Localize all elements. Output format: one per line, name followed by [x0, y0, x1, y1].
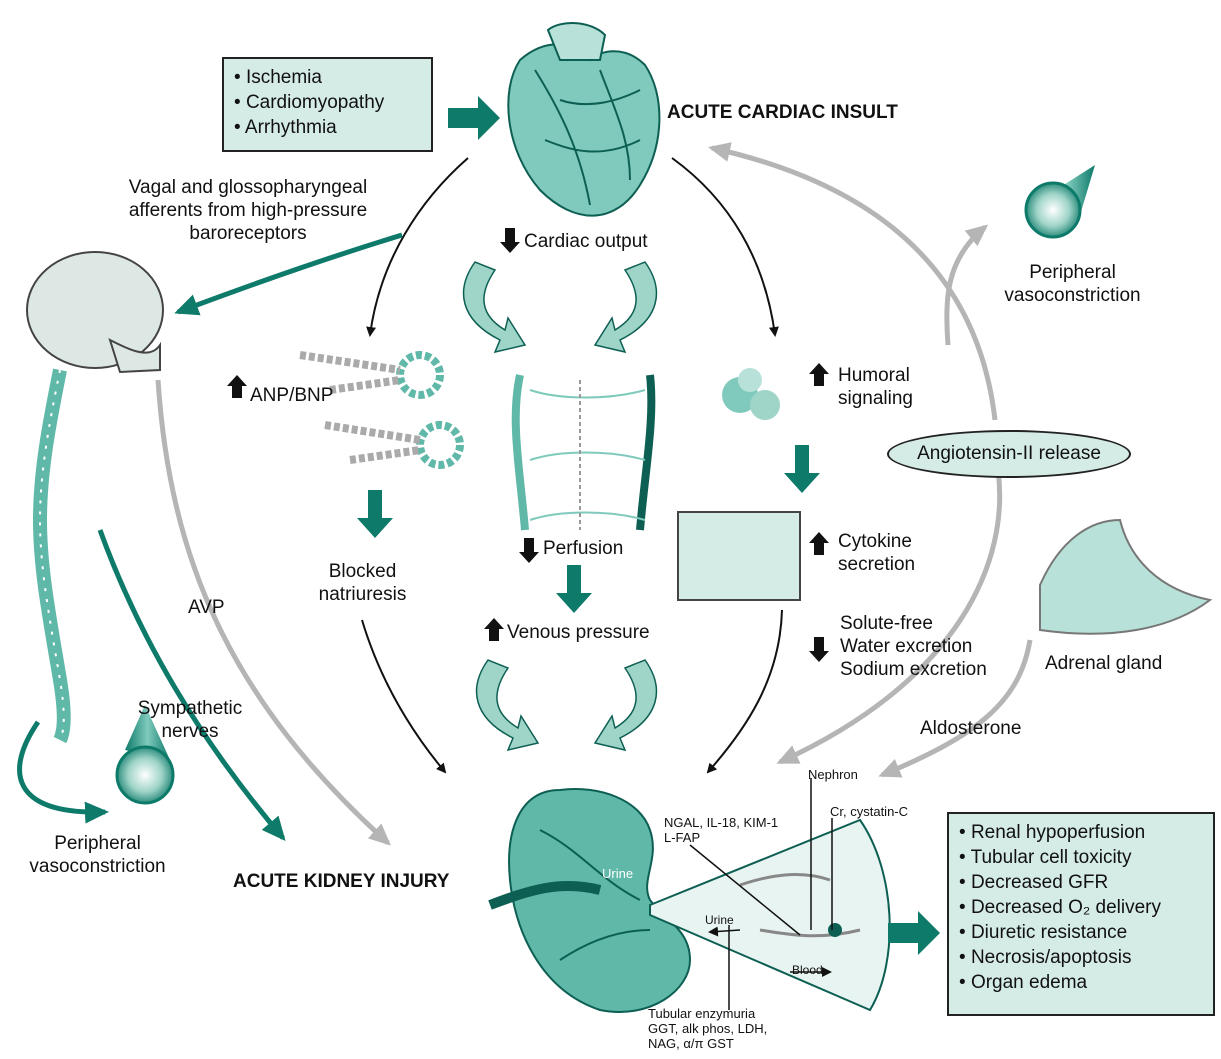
outcome-item: Organ edema	[959, 970, 1203, 995]
sympathetic-line: Sympathetic	[120, 697, 260, 720]
insult-item: Arrhythmia	[234, 115, 421, 140]
humoral-line: signaling	[838, 387, 913, 410]
vaso-line: vasoconstriction	[985, 284, 1160, 307]
vessel-cone-top	[1026, 165, 1095, 237]
outcome-item: Renal hypoperfusion	[959, 820, 1203, 845]
peptide-chains	[300, 355, 460, 465]
vagal-line: Vagal and glossopharyngeal	[113, 176, 383, 199]
vagal-line: baroreceptors	[113, 222, 383, 245]
heart-illustration	[508, 23, 659, 216]
kidney-outcomes-box: Renal hypoperfusion Tubular cell toxicit…	[947, 812, 1215, 1016]
natriuresis-line: Blocked	[300, 560, 425, 583]
avp-label: AVP	[188, 596, 225, 619]
cardiac-output-label: Cardiac output	[524, 230, 648, 253]
angiotensin-ellipse: Angiotensin-II release	[887, 430, 1131, 478]
outcome-item: Diuretic resistance	[959, 920, 1203, 945]
adrenal-gland-label: Adrenal gland	[1045, 652, 1162, 675]
acute-cardiac-insult-title: ACUTE CARDIAC INSULT	[667, 101, 898, 124]
sympathetic-nerves-label: Sympathetic nerves	[120, 697, 260, 743]
cytokine-line: Cytokine	[838, 530, 915, 553]
outcome-item: Decreased GFR	[959, 870, 1203, 895]
biomarker-line: NGAL, IL-18, KIM-1	[664, 815, 778, 830]
biomarkers-cr-label: Cr, cystatin-C	[830, 804, 908, 819]
outcome-item: Necrosis/apoptosis	[959, 945, 1203, 970]
solute-line: Water excretion	[840, 635, 987, 658]
peripheral-vasoconstriction-bottom-label: Peripheral vasoconstriction	[5, 832, 190, 878]
sympathetic-line: nerves	[120, 720, 260, 743]
vaso-line: Peripheral	[985, 261, 1160, 284]
vagal-afferents-label: Vagal and glossopharyngeal afferents fro…	[113, 176, 383, 245]
cytokine-secretion-label: Cytokine secretion	[838, 530, 915, 576]
vaso-line: Peripheral	[5, 832, 190, 855]
outcome-item: Decreased O₂ delivery	[959, 895, 1203, 920]
cytokine-box	[678, 512, 800, 600]
insult-item: Ischemia	[234, 65, 421, 90]
perfusion-label: Perfusion	[543, 537, 623, 560]
vaso-line: vasoconstriction	[5, 855, 190, 878]
enzymuria-line: NAG, α/π GST	[648, 1036, 767, 1051]
insult-causes-box: Ischemia Cardiomyopathy Arrhythmia	[222, 57, 433, 152]
humoral-signaling-label: Humoral signaling	[838, 364, 913, 410]
blocked-natriuresis-label: Blocked natriuresis	[300, 560, 425, 606]
urine-inset-label: Urine	[705, 913, 734, 928]
outcome-item: Tubular cell toxicity	[959, 845, 1203, 870]
solute-line: Solute-free	[840, 612, 987, 635]
tubular-enzymuria-label: Tubular enzymuria GGT, alk phos, LDH, NA…	[648, 1006, 767, 1051]
nephron-label: Nephron	[808, 767, 858, 782]
nephron-inset	[650, 820, 890, 1010]
peripheral-vasoconstriction-top-label: Peripheral vasoconstriction	[985, 261, 1160, 307]
enzymuria-line: GGT, alk phos, LDH,	[648, 1021, 767, 1036]
curved-flow-arrows	[464, 262, 657, 750]
enzymuria-line: Tubular enzymuria	[648, 1006, 767, 1021]
adrenal-gland-illustration	[1040, 520, 1210, 634]
anp-bnp-label: ANP/BNP	[250, 384, 333, 407]
cytokine-line: secretion	[838, 553, 915, 576]
solute-free-label: Solute-free Water excretion Sodium excre…	[840, 612, 987, 681]
biomarkers-ngal-label: NGAL, IL-18, KIM-1 L-FAP	[664, 815, 778, 845]
vagal-line: afferents from high-pressure	[113, 199, 383, 222]
blood-inset-label: Blood	[792, 963, 823, 978]
vascular-network	[516, 375, 652, 530]
solute-line: Sodium excretion	[840, 658, 987, 681]
humoral-line: Humoral	[838, 364, 913, 387]
venous-pressure-label: Venous pressure	[507, 621, 650, 644]
aldosterone-label: Aldosterone	[920, 717, 1021, 740]
urine-kidney-label: Urine	[602, 866, 633, 881]
insult-item: Cardiomyopathy	[234, 90, 421, 115]
humoral-cells	[722, 368, 780, 420]
biomarker-line: L-FAP	[664, 830, 778, 845]
acute-kidney-injury-title: ACUTE KIDNEY INJURY	[233, 870, 449, 893]
skeleton-illustration	[27, 252, 163, 740]
natriuresis-line: natriuresis	[300, 583, 425, 606]
